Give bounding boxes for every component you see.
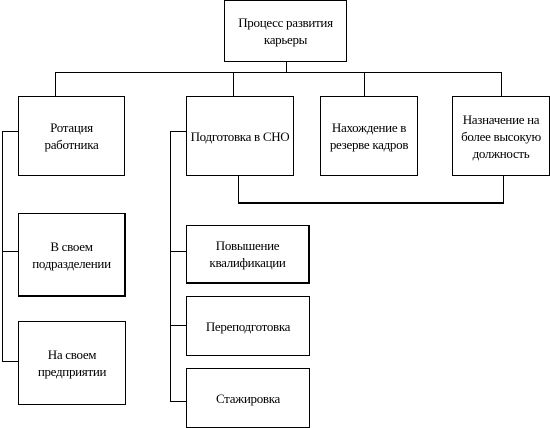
- node-internship: Стажировка: [186, 368, 310, 428]
- node-training: Подготовка в СНО: [186, 96, 294, 176]
- drop-line-training: [233, 72, 234, 96]
- rotation-stub-line: [2, 131, 18, 132]
- bracket-bottom-line: [238, 202, 504, 204]
- rotation-branch-line-1: [2, 251, 18, 252]
- node-own-department: В своем подразделении: [18, 213, 126, 297]
- root-node: Процесс развития карьеры: [224, 0, 347, 62]
- node-promotion: Назначение на более высокую должность: [452, 96, 550, 176]
- node-own-enterprise-label: На своем предприятии: [37, 347, 107, 379]
- node-promotion-label: Назначение на более высокую должность: [461, 111, 541, 161]
- bracket-left-vertical: [238, 176, 239, 203]
- bracket-right-vertical: [503, 176, 504, 203]
- node-retraining: Переподготовка: [186, 296, 310, 356]
- root-node-label: Процесс развития карьеры: [238, 15, 333, 47]
- node-training-label: Подготовка в СНО: [190, 128, 290, 144]
- rotation-vertical-line: [2, 131, 3, 362]
- node-internship-label: Стажировка: [215, 390, 281, 406]
- node-qualification-upgrade-label: Повышение квалификации: [209, 238, 286, 270]
- node-own-department-label: В своем подразделении: [32, 238, 111, 271]
- node-rotation-label: Ротация работника: [44, 120, 99, 152]
- drop-line-promotion: [501, 72, 502, 96]
- node-retraining-label: Переподготовка: [205, 318, 291, 334]
- node-reserve-label: Нахождение в резерве кадров: [329, 120, 409, 152]
- training-vertical-line: [170, 131, 171, 402]
- root-stem-line: [286, 62, 287, 72]
- rotation-branch-line-2: [2, 361, 18, 362]
- training-branch-line-2: [170, 325, 186, 326]
- drop-line-rotation: [55, 72, 56, 96]
- node-own-enterprise: На своем предприятии: [18, 321, 126, 405]
- level1-bus-line: [55, 72, 502, 73]
- training-branch-line-1: [170, 251, 186, 252]
- node-rotation: Ротация работника: [18, 96, 125, 176]
- training-branch-line-3: [170, 401, 186, 402]
- node-qualification-upgrade: Повышение квалификации: [186, 225, 310, 284]
- node-reserve: Нахождение в резерве кадров: [320, 96, 418, 176]
- training-stub-line: [170, 131, 186, 132]
- drop-line-reserve: [364, 72, 365, 96]
